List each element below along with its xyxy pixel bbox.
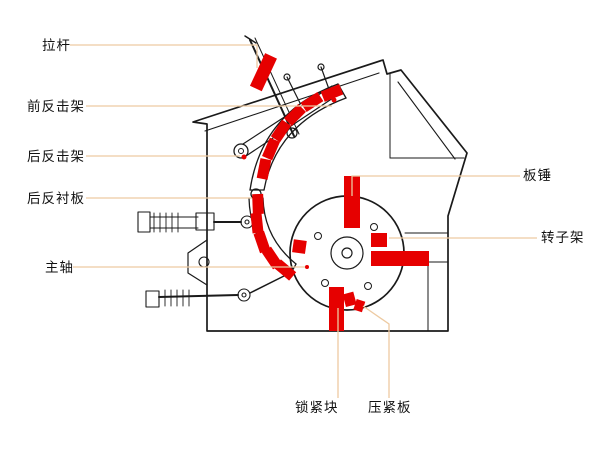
label-locking-block: 锁紧块 [295,400,339,416]
locking-block-part [342,291,357,308]
leader-blow-bar [351,175,520,196]
housing-outline [192,59,468,332]
dot-rotor-frame [381,235,387,241]
leader-pressing-plate [362,305,390,398]
upper-adjusting-rod [137,211,254,233]
pressing-plate-part [353,299,366,313]
highlighted-parts [249,53,429,331]
label-rear-impact-frame: 后反击架 [27,149,85,165]
lower-adjusting-rod [145,275,285,308]
pivot-joint [233,143,249,159]
label-front-impact-frame: 前反击架 [27,99,85,115]
label-blow-bar: 板锤 [523,168,552,184]
main-shaft-center [341,247,353,259]
leader-tie-rod [70,44,258,68]
housing-panel-lines [389,73,465,332]
label-rear-liner-plate: 后反衬板 [27,191,85,207]
label-main-shaft: 主轴 [45,260,74,276]
dot-rear-impact-frame [241,154,247,160]
tie-rod-part [249,53,277,92]
right-slant-inner-line [397,81,456,160]
leader-end-dots [241,97,387,269]
pivot-pin [238,148,244,154]
leader-lines [70,44,537,398]
machine-line-work [137,35,468,332]
blow-bar-bottom-part [329,287,344,331]
blow-bar-left-block [292,239,307,254]
front-impact-liner-segments [256,84,344,180]
main-shaft-hub [330,236,364,270]
dot-main-shaft [305,265,309,269]
dot-blow-bar [349,198,355,204]
wall-bracket [187,239,208,286]
label-tie-rod: 拉杆 [42,38,71,54]
dot-front-impact-frame [331,97,337,103]
rear-liner-plate-segments [250,193,297,281]
blow-bar-right-part [371,251,429,266]
roof-inner-line [204,72,380,132]
label-rotor-frame: 转子架 [541,230,585,246]
label-pressing-plate: 压紧板 [368,400,412,416]
